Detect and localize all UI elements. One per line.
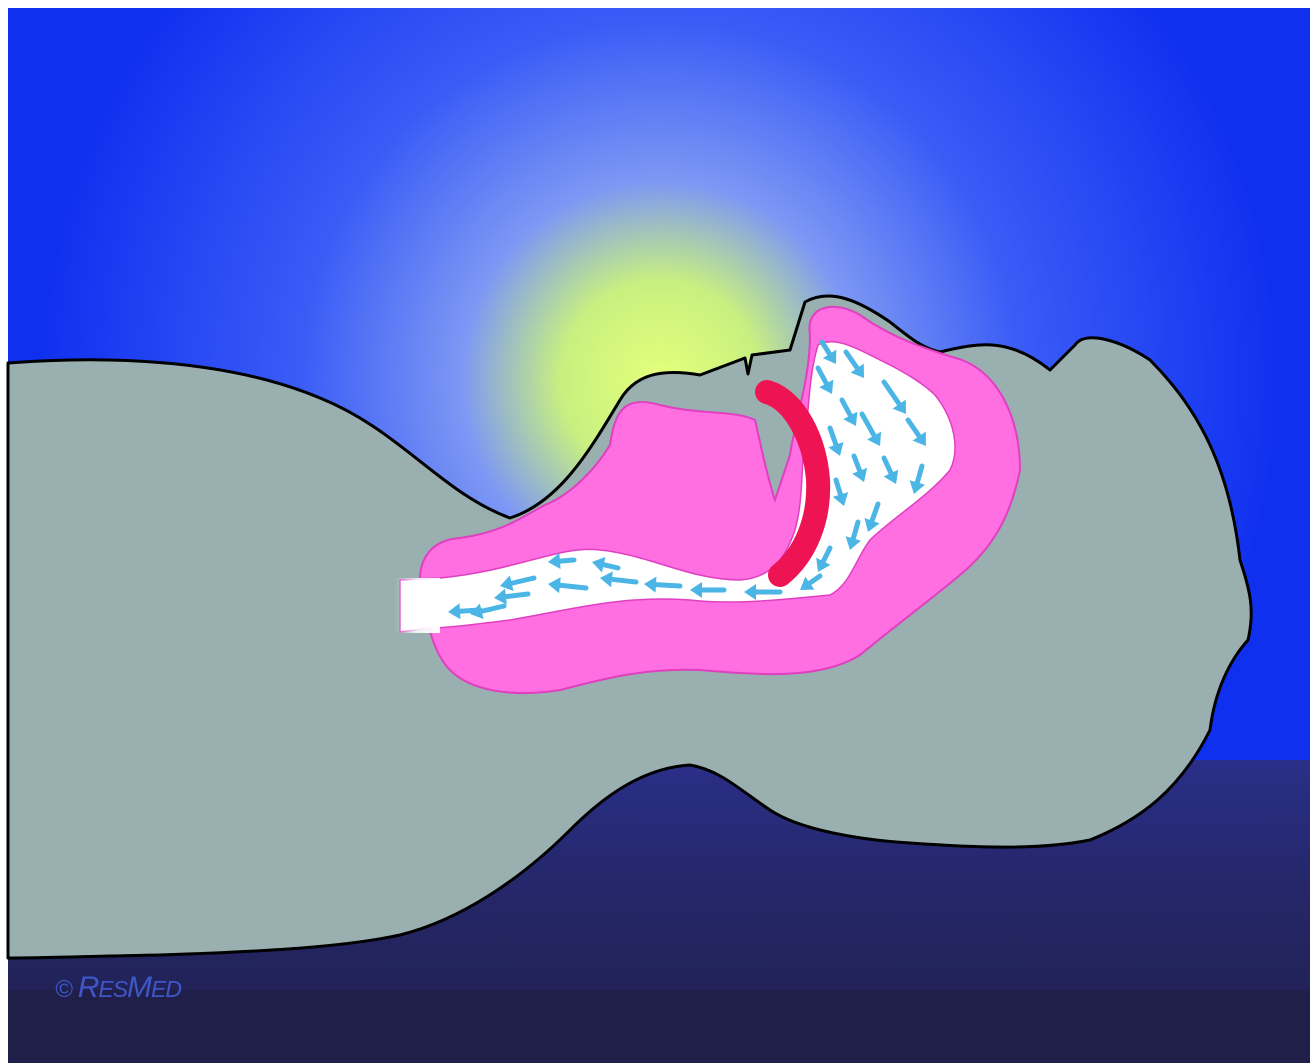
brand-letter-m: M bbox=[127, 971, 151, 1004]
brand-letter-r: R bbox=[78, 971, 99, 1004]
brand-letters-es: ES bbox=[98, 976, 127, 1002]
copyright-resmed: ©RESMED bbox=[55, 973, 181, 1003]
floor-dark-band bbox=[8, 990, 1310, 1063]
copyright-symbol: © bbox=[55, 976, 72, 1003]
brand-letters-ed: ED bbox=[151, 976, 181, 1002]
airway-tube-end bbox=[395, 578, 440, 633]
